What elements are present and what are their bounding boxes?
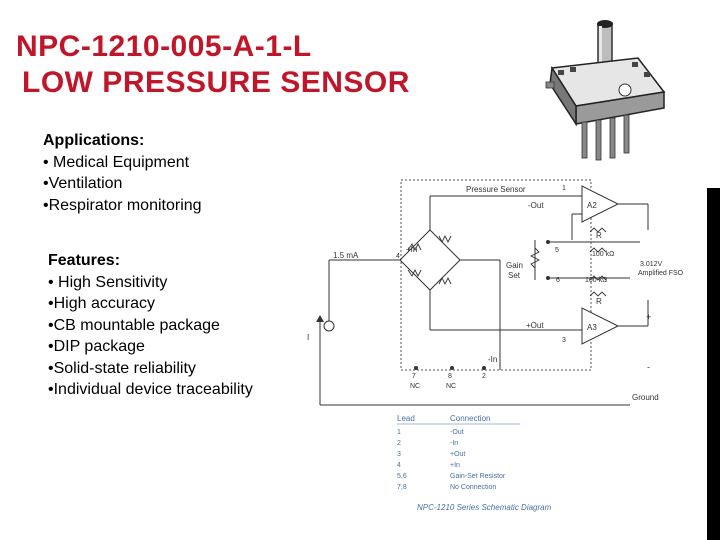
- current-label: 1.5 mA: [333, 251, 359, 260]
- pressure-sensor-label: Pressure Sensor: [466, 185, 526, 194]
- connection-cell: No Connection: [450, 484, 496, 491]
- applications-item: •Respirator monitoring: [43, 196, 202, 214]
- pin8-label: 8: [448, 373, 452, 380]
- amplified-label-2: Amplified FSO: [638, 270, 684, 277]
- lead-table: Lead Connection 1 -Out 2 -In 3 +Out 4 +I…: [397, 414, 552, 512]
- minus-in-label: -In: [488, 355, 497, 364]
- connection-cell: +Out: [450, 451, 465, 458]
- schematic-diagram: Pressure Sensor I 1.5 mA 4 +In -Out +Out…: [307, 179, 684, 406]
- gain-set-label-2: Set: [508, 271, 521, 280]
- features-item: •DIP package: [48, 338, 145, 355]
- amplified-label-1: 3.012V: [640, 261, 663, 268]
- connection-cell: -Out: [450, 429, 464, 436]
- lead-cell: 4: [397, 462, 401, 469]
- plus-sign-label: +: [646, 312, 651, 322]
- applications-heading: Applications:: [43, 132, 145, 149]
- features-item: •High accuracy: [48, 295, 155, 312]
- connection-header: Connection: [450, 414, 490, 423]
- pin5-label: 5: [555, 247, 559, 254]
- features-section: Features: • High Sensitivity •High accur…: [48, 250, 253, 401]
- features-heading: Features:: [48, 252, 121, 269]
- nc1-label: NC: [410, 383, 420, 390]
- sensor-package-image: [545, 20, 666, 161]
- schematic-caption: NPC-1210 Series Schematic Diagram: [417, 503, 552, 512]
- applications-item: •Ventilation: [43, 175, 123, 192]
- lead-header: Lead: [397, 414, 415, 423]
- right-edge-bar: [707, 188, 720, 540]
- r-top-label: R: [596, 231, 602, 240]
- gain-set-label-1: Gain: [506, 261, 523, 270]
- features-item: •Solid-state reliability: [48, 359, 196, 377]
- lead-cell: 2: [397, 440, 401, 447]
- r-bottom-label: R: [596, 297, 602, 306]
- minus-sign-label: -: [647, 362, 650, 372]
- features-item: • High Sensitivity: [48, 273, 168, 291]
- opamp-a2-label: A2: [587, 201, 597, 210]
- lead-cell: 5,6: [397, 473, 407, 480]
- pin2-label: 2: [482, 373, 486, 380]
- pin1-label: 1: [562, 185, 566, 192]
- plus-in-label: +In: [406, 245, 417, 254]
- applications-item: • Medical Equipment: [43, 153, 190, 171]
- r100-top-label: 100 kΩ: [592, 251, 614, 258]
- lead-cell: 7,8: [397, 484, 407, 491]
- features-item: •CB mountable package: [48, 316, 220, 334]
- title-line-1: NPC-1210-005-A-1-L: [16, 30, 312, 63]
- r100-bottom-label: 100 kΩ: [585, 277, 607, 284]
- current-i-label: I: [307, 333, 309, 342]
- opamp-a3-label: A3: [587, 323, 597, 332]
- ground-label: Ground: [632, 393, 659, 402]
- lead-cell: 3: [397, 451, 401, 458]
- pin4-label: 4: [396, 253, 400, 260]
- minus-out-label: -Out: [528, 201, 544, 210]
- connection-cell: Gain-Set Resistor: [450, 473, 506, 480]
- connection-cell: -In: [450, 440, 458, 447]
- connection-cell: +In: [450, 462, 460, 469]
- lead-cell: 1: [397, 429, 401, 436]
- pin3-label: 3: [562, 337, 566, 344]
- plus-out-label: +Out: [526, 321, 544, 330]
- pin7-label: 7: [412, 373, 416, 380]
- features-item: •Individual device traceability: [48, 381, 253, 398]
- title-line-2: LOW PRESSURE SENSOR: [22, 66, 410, 99]
- nc2-label: NC: [446, 383, 456, 390]
- applications-section: Applications: • Medical Equipment •Venti…: [43, 130, 202, 216]
- pin6-label: 6: [556, 277, 560, 284]
